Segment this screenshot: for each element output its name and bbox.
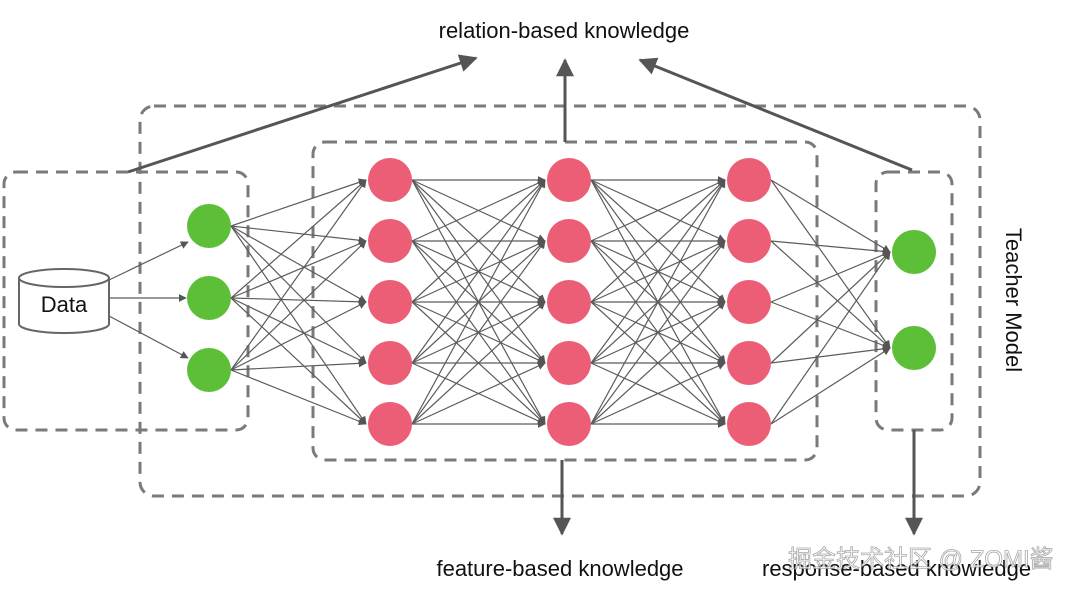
edge-input-2-to-hidden-1-1 (230, 179, 367, 299)
hidden-2-node-1 (547, 158, 591, 202)
output-node-1 (892, 230, 936, 274)
edge-hidden-3-2-to-output-2 (770, 240, 891, 349)
edge-hidden-2-5-to-hidden-3-3 (590, 301, 726, 425)
edge-input-2-to-hidden-1-4 (230, 297, 367, 364)
relation-arrow-left (127, 54, 478, 174)
network-edges (230, 176, 891, 428)
relation-based-knowledge-label: relation-based knowledge (439, 18, 690, 43)
edge-hidden-3-1-to-output-2 (770, 179, 891, 349)
hidden-1-node-2 (368, 219, 412, 263)
hidden-2-node-2 (547, 219, 591, 263)
input-node-1 (187, 204, 231, 248)
edge-hidden-2-5-to-hidden-3-4 (590, 362, 726, 425)
edge-hidden-1-5-to-hidden-2-3 (411, 301, 546, 425)
edge-hidden-1-5-to-hidden-2-2 (411, 240, 546, 425)
hidden-3-node-4 (727, 341, 771, 385)
edge-hidden-3-5-to-output-2 (770, 347, 891, 425)
input-node-2 (187, 276, 231, 320)
hidden-1-node-1 (368, 158, 412, 202)
edge-hidden-2-4-to-hidden-3-1 (590, 179, 726, 364)
data-arrow-1 (108, 241, 189, 281)
hidden-2-node-4 (547, 341, 591, 385)
data-arrow-3 (108, 315, 189, 359)
edge-hidden-3-4-to-output-1 (770, 251, 891, 364)
edge-hidden-3-3-to-output-1 (770, 251, 891, 303)
input-node-3 (187, 348, 231, 392)
teacher-model-box (138, 104, 982, 498)
edge-hidden-3-3-to-output-2 (770, 301, 891, 350)
hidden-3-node-3 (727, 280, 771, 324)
edge-input-1-to-hidden-1-2 (230, 225, 367, 245)
edge-input-3-to-hidden-1-2 (230, 240, 367, 371)
hidden-1-node-4 (368, 341, 412, 385)
data-label: Data (41, 292, 88, 317)
hidden-2-node-3 (547, 280, 591, 324)
edge-hidden-1-5-to-hidden-2-4 (411, 362, 546, 425)
edge-hidden-2-5-to-hidden-3-1 (590, 179, 726, 425)
edge-input-2-to-hidden-1-3 (230, 297, 367, 306)
edge-input-1-to-hidden-1-3 (230, 225, 367, 303)
knowledge-arrows (127, 54, 923, 536)
edge-hidden-1-3-to-hidden-2-1 (411, 179, 546, 303)
output-layer-box (874, 170, 954, 432)
edge-hidden-2-5-to-hidden-3-2 (590, 240, 726, 425)
hidden-3-node-2 (727, 219, 771, 263)
hidden-3-node-5 (727, 402, 771, 446)
input-layer-box (2, 170, 250, 432)
edge-input-1-to-hidden-1-1 (230, 178, 367, 227)
edge-hidden-3-2-to-output-1 (770, 240, 891, 256)
edge-input-3-to-hidden-1-1 (230, 179, 367, 371)
watermark: 掘金技术社区 @ ZOMI酱 (788, 546, 1054, 573)
edge-hidden-2-2-to-hidden-3-1 (590, 179, 726, 242)
edge-hidden-1-2-to-hidden-2-1 (411, 179, 546, 242)
edge-input-3-to-hidden-1-4 (230, 359, 367, 371)
hidden-1-node-3 (368, 280, 412, 324)
relation-arrow-right (638, 57, 913, 172)
edge-input-2-to-hidden-1-5 (230, 297, 367, 425)
response-based-knowledge-label: response-based knowledge (762, 556, 1031, 581)
edge-hidden-3-1-to-output-1 (770, 179, 891, 253)
output-node-2 (892, 326, 936, 370)
edge-hidden-2-3-to-hidden-3-1 (590, 179, 726, 303)
edge-input-1-to-hidden-1-4 (230, 225, 367, 364)
hidden-1-node-5 (368, 402, 412, 446)
network-nodes (187, 158, 936, 446)
teacher-model-label: Teacher Model (1001, 228, 1026, 372)
data-arrows (108, 241, 189, 359)
edge-input-2-to-hidden-1-2 (230, 240, 367, 299)
hidden-3-node-1 (727, 158, 771, 202)
database-cylinder-icon (18, 268, 110, 334)
edge-hidden-1-4-to-hidden-2-1 (411, 179, 546, 364)
edge-input-3-to-hidden-1-5 (230, 369, 367, 426)
edge-hidden-1-5-to-hidden-2-1 (411, 179, 546, 425)
edge-hidden-3-5-to-output-1 (770, 251, 891, 425)
edge-hidden-3-4-to-output-2 (770, 344, 891, 364)
edge-input-1-to-hidden-1-5 (230, 225, 367, 425)
hidden-2-node-5 (547, 402, 591, 446)
feature-based-knowledge-label: feature-based knowledge (436, 556, 683, 581)
edge-input-3-to-hidden-1-3 (230, 301, 367, 371)
